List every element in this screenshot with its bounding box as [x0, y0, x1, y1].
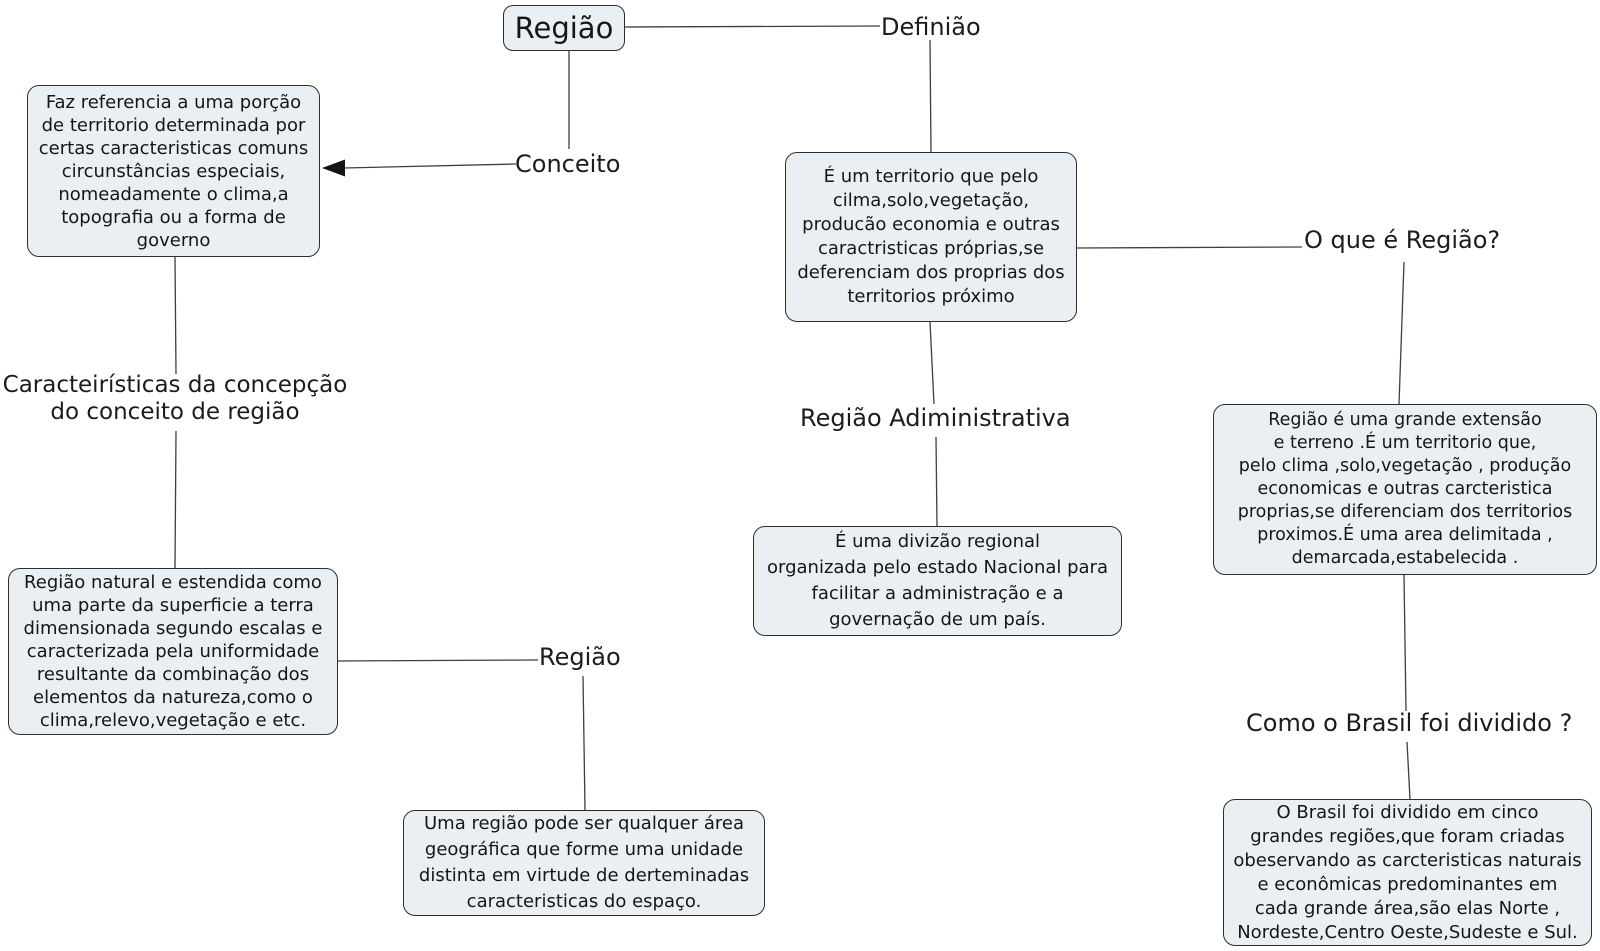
node-grande-extensao-text: Região é uma grande extensão e terreno .…: [1237, 410, 1573, 568]
connector-territorio-oque: [1076, 246, 1303, 249]
node-uma-regiao[interactable]: Uma região pode ser qualquer área geográ…: [403, 810, 765, 916]
node-regiao-root[interactable]: Região: [503, 5, 625, 51]
connector-como-brasil: [1406, 741, 1411, 800]
connector-definicao-territorio: [929, 39, 932, 153]
connector-adminlabel-adminbox: [935, 436, 938, 527]
node-divisao-regional[interactable]: É uma divizão regional organizada pelo e…: [753, 526, 1122, 636]
connector-regiao-definicao: [624, 25, 881, 28]
connector-conceitodef-caracteristicas: [174, 256, 177, 375]
node-divisao-regional-text: É uma divizão regional organizada pelo e…: [766, 531, 1108, 630]
connector-caracteristicas-natural: [174, 430, 177, 569]
link-label-como-brasil[interactable]: Como o Brasil foi dividido ?: [1246, 709, 1573, 737]
node-conceito-definition-text: Faz referencia a uma porção de territori…: [38, 91, 309, 251]
node-conceito-definition[interactable]: Faz referencia a uma porção de territori…: [27, 85, 320, 257]
connector-natural-regiaomid: [337, 659, 539, 662]
node-regiao-natural[interactable]: Região natural e estendida como uma part…: [8, 568, 338, 735]
node-regiao-natural-text: Região natural e estendida como uma part…: [23, 572, 323, 731]
node-regiao-root-label: Região: [514, 11, 614, 45]
node-brasil-dividido-text: O Brasil foi dividido em cinco grandes r…: [1233, 801, 1582, 943]
link-label-regiao-administrativa[interactable]: Região Adiministrativa: [800, 404, 1071, 432]
node-grande-extensao[interactable]: Região é uma grande extensão e terreno .…: [1213, 404, 1597, 575]
node-brasil-dividido[interactable]: O Brasil foi dividido em cinco grandes r…: [1223, 799, 1592, 946]
link-label-definicao[interactable]: Definião: [881, 13, 981, 41]
link-label-o-que-e-regiao[interactable]: O que é Região?: [1304, 226, 1501, 254]
node-territorio-text: É um territorio que pelo cilma,solo,vege…: [797, 166, 1065, 307]
arrowhead-left-icon: [322, 159, 345, 177]
connector-conceito-arrow: [343, 163, 517, 169]
connector-regiaomid-umaregiao: [582, 675, 586, 811]
connector-oque-extensao: [1398, 261, 1405, 405]
connector-territorio-admin-label: [929, 321, 935, 405]
node-territorio[interactable]: É um territorio que pelo cilma,solo,vege…: [785, 152, 1077, 322]
node-uma-regiao-text: Uma região pode ser qualquer área geográ…: [418, 813, 750, 912]
link-label-conceito[interactable]: Conceito: [515, 150, 621, 178]
link-label-caracteristicas[interactable]: Caracteirísticas da concepção do conceit…: [2, 372, 348, 425]
link-label-regiao[interactable]: Região: [539, 643, 621, 671]
connector-extensao-como: [1403, 574, 1407, 712]
